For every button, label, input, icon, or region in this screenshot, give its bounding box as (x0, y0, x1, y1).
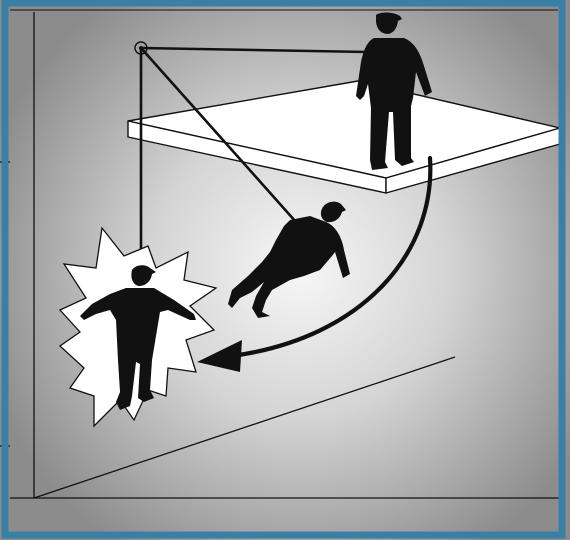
swing-fall-illustration (0, 0, 570, 540)
